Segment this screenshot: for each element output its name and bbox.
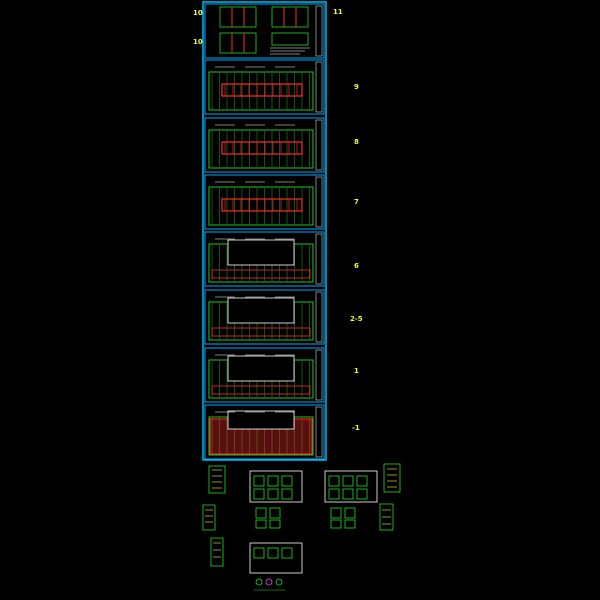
detail-column-a [202, 465, 226, 567]
sheet-3 [204, 174, 325, 230]
roof-plan-right [270, 6, 310, 55]
plan-outline [208, 129, 314, 169]
sheet-border [204, 289, 325, 345]
detail-drawings [202, 463, 401, 591]
sheet-border [204, 347, 325, 403]
label-floor-2-5: 2-5 [350, 315, 363, 323]
title-block [315, 176, 323, 228]
courtyard [227, 239, 295, 266]
courtyard [227, 410, 295, 430]
title-block [315, 406, 323, 458]
title-block [315, 119, 323, 171]
courtyard [227, 355, 295, 382]
sheet-border [204, 404, 325, 460]
beam-band [221, 83, 303, 97]
courtyard [227, 297, 295, 324]
sheet-5 [204, 289, 325, 345]
sheet-border [204, 174, 325, 230]
plan-outline [208, 71, 314, 111]
beam-band [221, 141, 303, 155]
red-band [211, 385, 311, 395]
plan-outline [208, 186, 314, 226]
floor-sheets [204, 59, 325, 460]
label-top-right: 11 [333, 8, 343, 16]
sheet-roof [204, 3, 325, 59]
red-band [211, 269, 311, 279]
sheet-4 [204, 231, 325, 287]
title-block [315, 61, 323, 113]
label-floor-7: 7 [354, 198, 359, 206]
sheet-6 [204, 347, 325, 403]
label-floor-minus-1: -1 [352, 424, 360, 432]
sheet-2 [204, 117, 325, 173]
sheet-border [204, 231, 325, 287]
detail-sheet-right [324, 470, 378, 529]
beam-band [221, 198, 303, 212]
label-floor-1: 1 [354, 367, 359, 375]
label-floor-8: 8 [354, 138, 359, 146]
label-floor-9: 9 [354, 83, 359, 91]
main-frame [202, 1, 327, 461]
title-block [315, 349, 323, 401]
detail-sheet-left [249, 470, 303, 529]
detail-column-b [379, 463, 401, 531]
sheet-border [204, 117, 325, 173]
title-block [315, 233, 323, 285]
red-band [211, 327, 311, 337]
roof-plan-left [219, 6, 257, 54]
label-floor-6: 6 [354, 262, 359, 270]
label-top-left-b: 10 [193, 38, 203, 46]
sheet-border [204, 59, 325, 115]
sheet-1 [204, 59, 325, 115]
label-top-left-a: 10 [193, 9, 203, 17]
sheet-7 [204, 404, 325, 460]
title-block [315, 291, 323, 343]
detail-sheet-bottom [249, 542, 303, 591]
